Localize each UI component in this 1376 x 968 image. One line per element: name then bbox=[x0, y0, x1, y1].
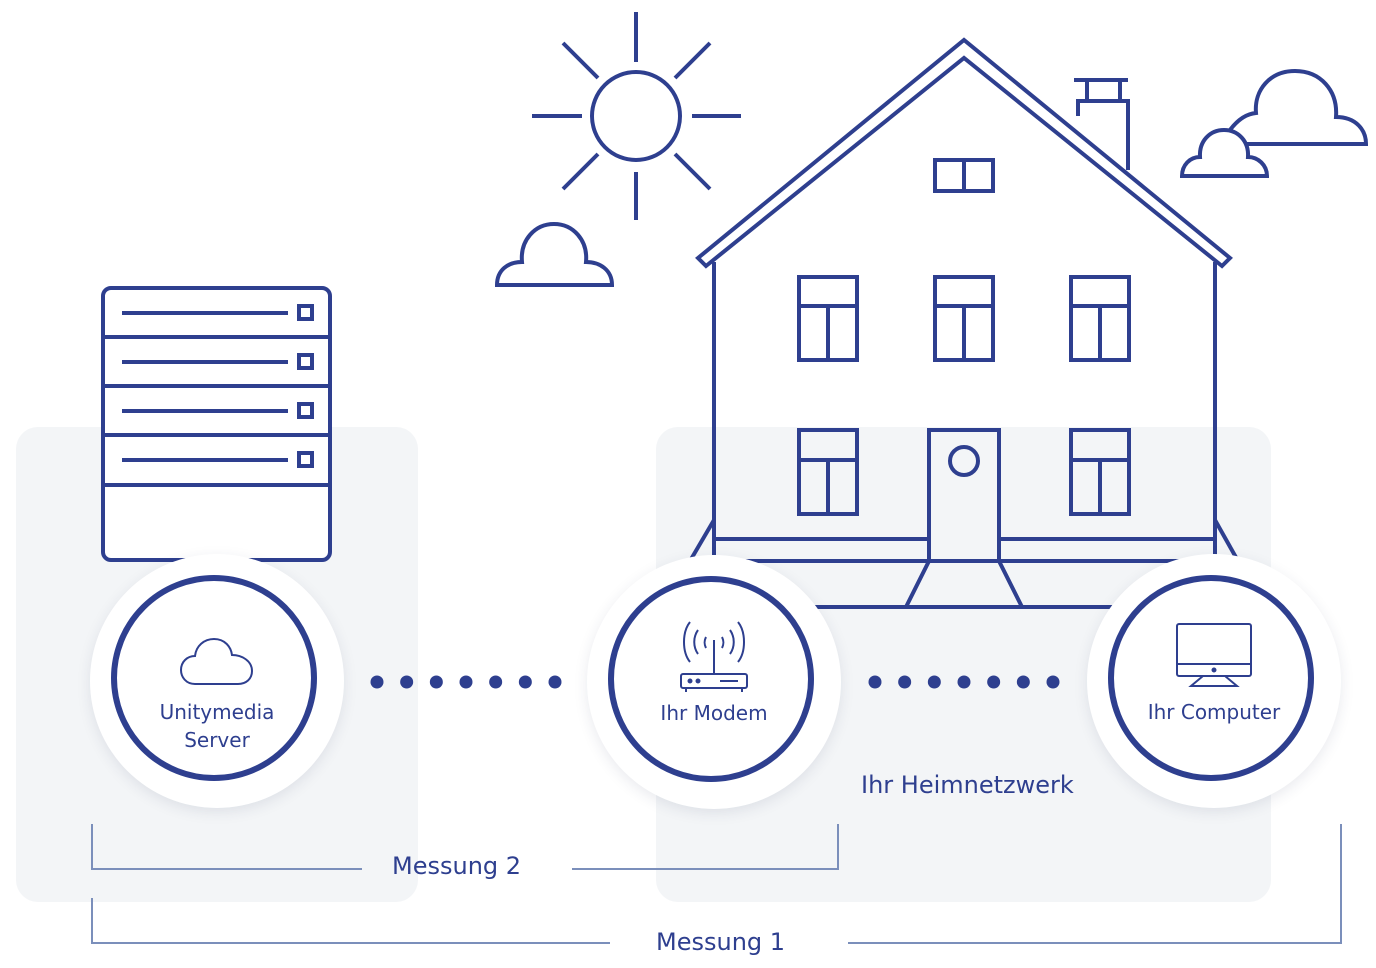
node-ring bbox=[608, 576, 814, 782]
measurement-1-label: Messung 1 bbox=[656, 928, 786, 956]
window-icon bbox=[797, 275, 859, 362]
cloud-icon bbox=[1228, 68, 1369, 146]
cloud-icon bbox=[1179, 127, 1270, 178]
router-icon bbox=[680, 621, 748, 692]
connector-dot bbox=[548, 675, 562, 689]
connector-dot bbox=[489, 675, 503, 689]
cloud-icon bbox=[179, 637, 254, 685]
measurement-1-bracket-right bbox=[848, 824, 1342, 944]
measurement-2-label: Messung 2 bbox=[392, 852, 522, 880]
node-label-line1: Unitymedia bbox=[159, 700, 275, 724]
house-icon bbox=[688, 37, 1240, 609]
node-ihr-modem[interactable]: Ihr Modem bbox=[587, 555, 841, 809]
connector-dot bbox=[927, 675, 941, 689]
window-icon bbox=[1069, 275, 1131, 362]
connector-dot bbox=[459, 675, 473, 689]
node-label: Ihr Modem bbox=[660, 701, 768, 725]
monitor-icon bbox=[1176, 623, 1252, 687]
connector-server-modem bbox=[370, 675, 562, 689]
connector-dot bbox=[400, 675, 414, 689]
connector-dot bbox=[987, 675, 1001, 689]
connector-modem-computer bbox=[868, 675, 1060, 689]
window-icon bbox=[1069, 428, 1131, 516]
node-label: Ihr Computer bbox=[1147, 700, 1281, 724]
window-icon bbox=[933, 275, 995, 362]
window-icon bbox=[797, 428, 859, 516]
zone-label-home-network: Ihr Heimnetzwerk bbox=[861, 771, 1074, 799]
node-ring bbox=[111, 575, 317, 781]
connector-dot bbox=[868, 675, 882, 689]
node-label-line2: Server bbox=[184, 728, 250, 752]
door-icon bbox=[927, 428, 1001, 563]
measurement-2-bracket-left bbox=[91, 824, 362, 870]
node-ring bbox=[1108, 575, 1314, 781]
node-ihr-computer[interactable]: Ihr Computer bbox=[1087, 554, 1341, 808]
measurement-2-bracket-right bbox=[572, 824, 839, 870]
connector-dot bbox=[957, 675, 971, 689]
measurement-1-bracket-left bbox=[91, 898, 610, 944]
connector-dot bbox=[370, 675, 384, 689]
sun-icon bbox=[532, 12, 741, 220]
connector-dot bbox=[898, 675, 912, 689]
cloud-icon bbox=[494, 221, 615, 287]
connector-dot bbox=[1016, 675, 1030, 689]
node-unitymedia-server[interactable]: Unitymedia Server bbox=[90, 554, 344, 808]
connector-dot bbox=[1046, 675, 1060, 689]
connector-dot bbox=[429, 675, 443, 689]
connector-dot bbox=[518, 675, 532, 689]
server-rack-icon bbox=[101, 286, 332, 562]
